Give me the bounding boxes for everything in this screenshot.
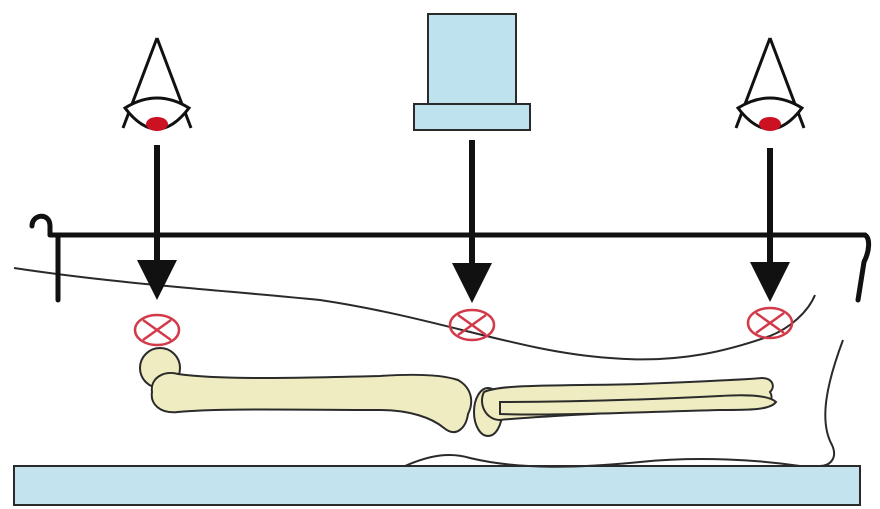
circled-x-icon bbox=[748, 308, 792, 338]
projection-arrows bbox=[137, 140, 790, 303]
table-surface bbox=[14, 466, 860, 505]
projection-arrow bbox=[137, 145, 177, 300]
monitor-icon bbox=[414, 14, 530, 130]
projection-arrow bbox=[452, 140, 492, 303]
viewers bbox=[123, 14, 804, 131]
eye-icon bbox=[123, 38, 191, 131]
projection-arrow bbox=[750, 148, 790, 302]
circled-x-icon bbox=[450, 310, 494, 340]
leg-outline bbox=[14, 268, 843, 467]
leg-bones bbox=[140, 348, 776, 436]
eye-icon bbox=[736, 38, 804, 131]
circled-x-icon bbox=[135, 315, 179, 345]
target-markers bbox=[135, 308, 792, 345]
femur bbox=[152, 373, 471, 432]
